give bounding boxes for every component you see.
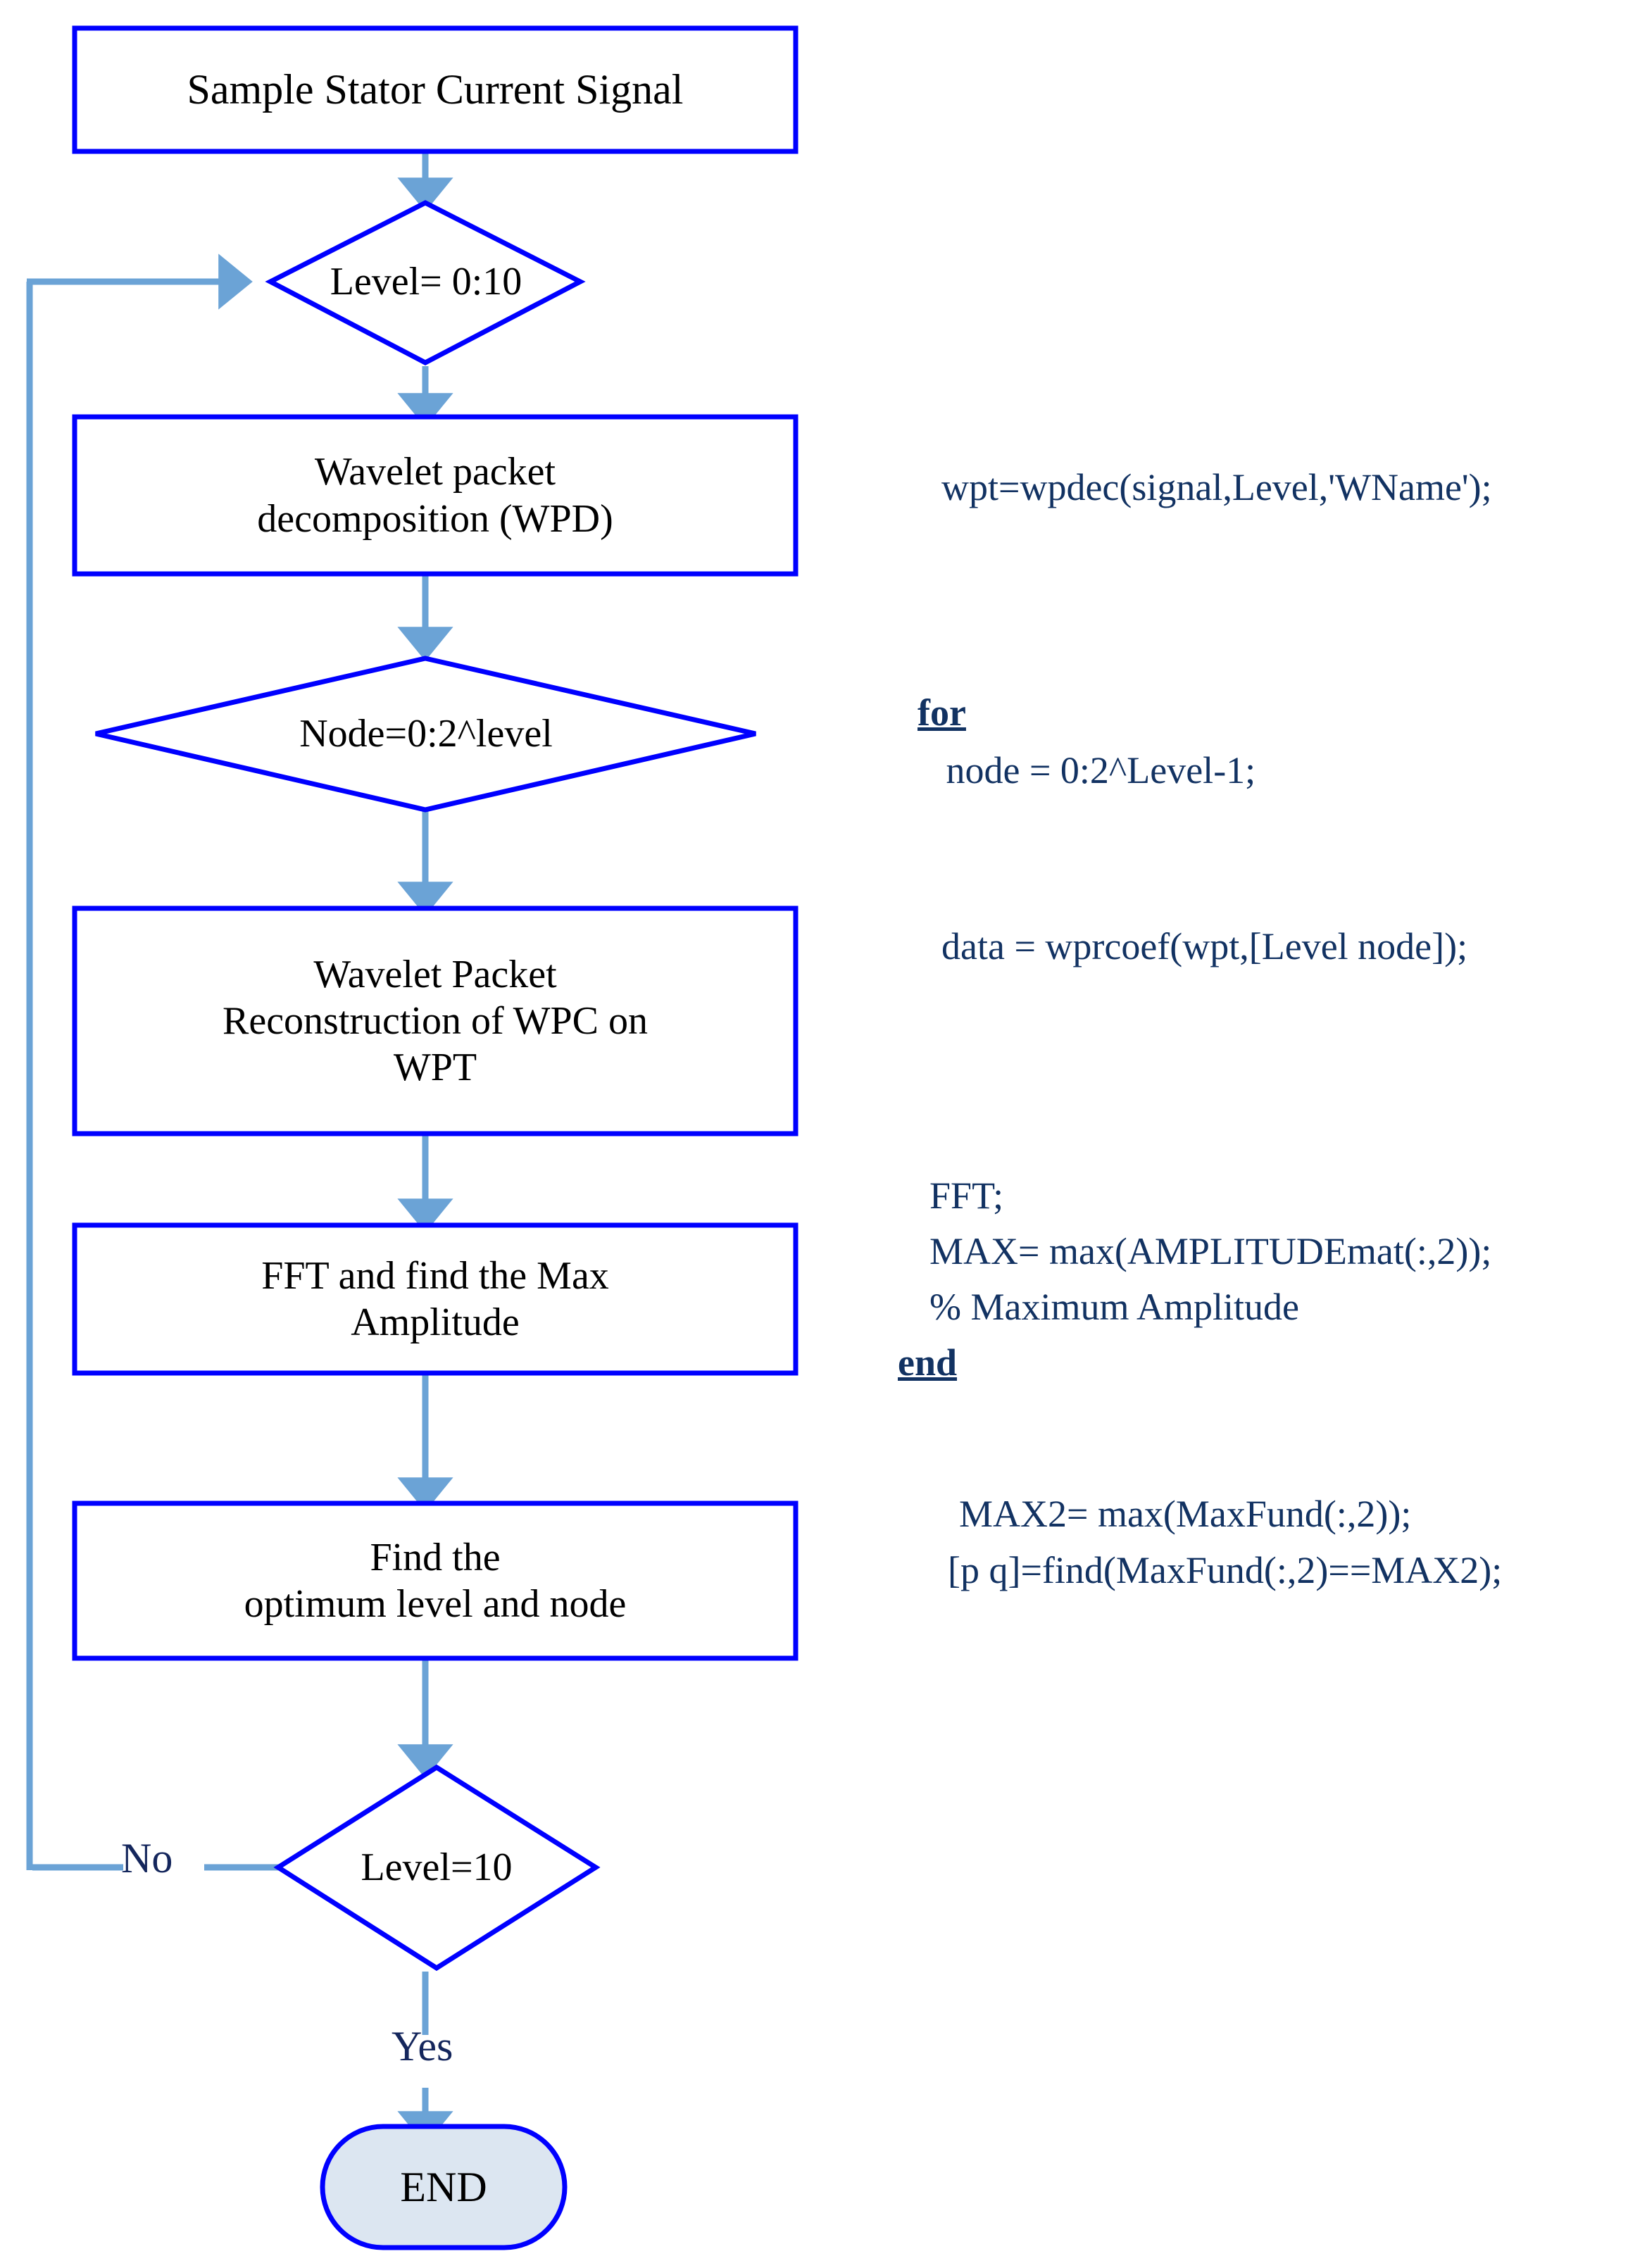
node-shape-level-loop: [265, 200, 586, 365]
node-shape-level-check: [273, 1764, 601, 1972]
edge-label-no: No: [121, 1835, 173, 1881]
code-block-wpdec: wpt=wpdec(signal,Level,'WName');: [941, 466, 1492, 508]
node-shape-fft: [72, 1222, 799, 1376]
code-block-maxfund-line-1: MAX2= max(MaxFund(:,2));: [959, 1493, 1412, 1535]
code-block-wprcoef: data = wprcoef(wpt,[Level node]);: [941, 925, 1468, 967]
code-block-for-body: node = 0:2^Level-1;: [918, 749, 1256, 791]
node-shape-node-loop: [95, 656, 756, 813]
code-block-for-keyword: for: [918, 691, 966, 734]
code-block-maxfund-line-2: [p q]=find(MaxFund(:,2)==MAX2);: [948, 1549, 1503, 1591]
code-block-fft-line-1: FFT;: [929, 1174, 1004, 1217]
code-block-end-keyword: end: [898, 1341, 958, 1384]
node-shape-wpd: [72, 414, 799, 577]
code-block-fft-line-2: MAX= max(AMPLITUDEmat(:,2));: [929, 1230, 1492, 1272]
edge-label-yes: Yes: [392, 2023, 453, 2069]
node-shape-find-optimum: [72, 1500, 799, 1661]
code-block-fft-line-3: % Maximum Amplitude: [929, 1286, 1299, 1328]
node-shape-start: [72, 25, 799, 154]
node-shape-wpr: [72, 906, 799, 1136]
node-shape-end: [320, 2124, 568, 2250]
